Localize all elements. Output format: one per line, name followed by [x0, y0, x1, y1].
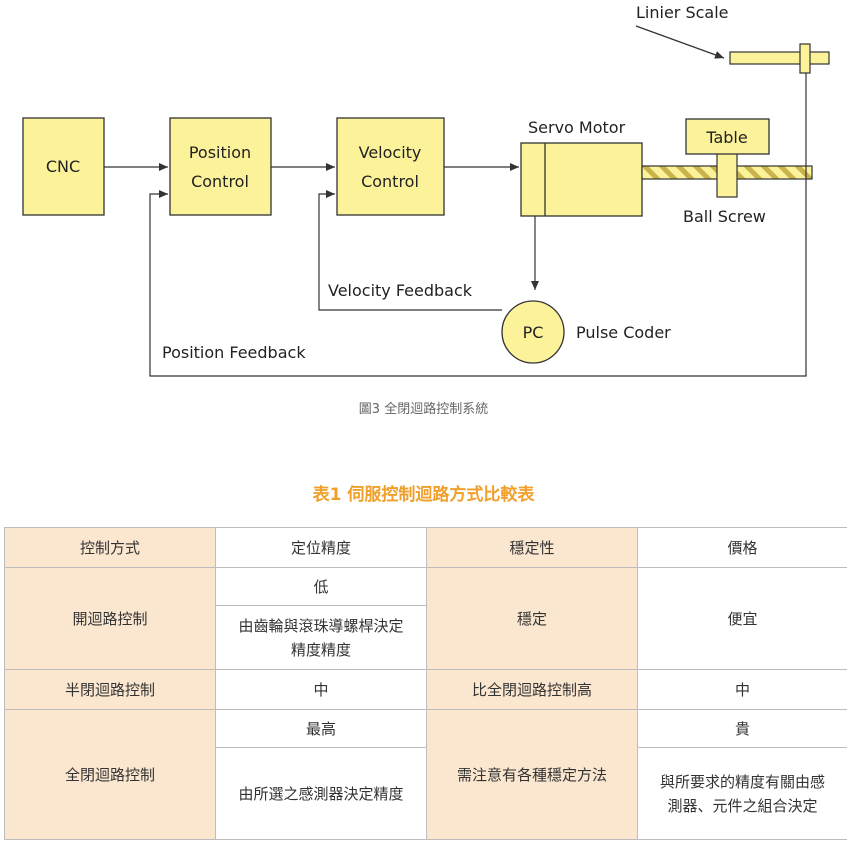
full-loop-stability: 需注意有各種穩定方法 — [426, 709, 638, 840]
pulse-coder-label: Pulse Coder — [576, 323, 671, 342]
velocity-control-label-1: Velocity — [359, 143, 422, 162]
ball-screw-label: Ball Screw — [683, 207, 766, 226]
linear-scale-bar — [729, 51, 830, 65]
velocity-control-label-2: Control — [361, 172, 419, 191]
full-loop-stability-text: 需注意有各種穩定方法 — [456, 765, 607, 784]
full-loop-precision-note-text: 由所選之感測器決定精度 — [238, 784, 404, 803]
full-loop-precision-level: 最高 — [215, 709, 427, 748]
table-row: 由所選之感測器決定精度 與所要求的精度有關由感測器、元件之組合決定 — [5, 747, 847, 840]
open-loop-price: 便宜 — [637, 567, 847, 670]
open-loop-precision-note-text: 由齒輪與滾珠導螺桿決定精度精度 — [238, 616, 404, 659]
header-precision: 定位精度 — [215, 527, 427, 568]
open-loop-stability: 穩定 — [426, 567, 638, 670]
servo-motor-body — [520, 142, 643, 217]
position-control-label-1: Position — [189, 143, 251, 162]
semi-loop-method: 半閉迴路控制 — [4, 669, 216, 710]
open-loop-precision-note: 由齒輪與滾珠導螺桿決定精度精度 — [215, 605, 427, 670]
figure-caption: 圖3 全閉迴路控制系統 — [358, 402, 489, 417]
linier-scale-label: Linier Scale — [636, 3, 729, 22]
comparison-table: 控制方式 定位精度 穩定性 價格 開迴路控制 低 穩定 便宜 由齒輪與滾珠導螺桿… — [4, 527, 847, 840]
pc-label: PC — [523, 323, 544, 342]
velocity-feedback-label: Velocity Feedback — [328, 281, 473, 300]
header-stability: 穩定性 — [426, 527, 638, 568]
header-price: 價格 — [637, 527, 847, 568]
position-control-block — [169, 117, 272, 216]
full-loop-price-note-text: 與所要求的精度有關由感測器、元件之組合決定 — [659, 772, 825, 815]
semi-loop-precision: 中 — [215, 669, 427, 710]
pulse-coder — [501, 300, 565, 364]
table-nut — [716, 152, 738, 198]
linear-scale-head — [799, 43, 811, 74]
table-block — [685, 118, 770, 155]
table-row: 全閉迴路控制 最高 需注意有各種穩定方法 貴 — [4, 709, 847, 840]
servo-motor-label: Servo Motor — [528, 118, 626, 137]
open-loop-precision-level: 低 — [215, 567, 427, 606]
full-loop-precision-note: 由所選之感測器決定精度 — [215, 747, 427, 840]
semi-loop-price: 中 — [637, 669, 847, 710]
position-feedback-label: Position Feedback — [162, 343, 306, 362]
table-row: 由齒輪與滾珠導螺桿決定精度精度 — [5, 605, 847, 670]
position-control-label-2: Control — [191, 172, 249, 191]
open-loop-method: 開迴路控制 — [4, 567, 216, 670]
header-method: 控制方式 — [4, 527, 216, 568]
table-title: 表1 伺服控制迴路方式比較表 — [312, 485, 535, 505]
full-loop-price-note: 與所要求的精度有關由感測器、元件之組合決定 — [637, 747, 847, 840]
velocity-control-block — [336, 117, 445, 216]
table-row: 開迴路控制 低 穩定 便宜 — [4, 567, 847, 670]
full-loop-method: 全閉迴路控制 — [4, 709, 216, 840]
cnc-block — [22, 117, 105, 216]
cnc-label: CNC — [46, 157, 80, 176]
table-row: 半閉迴路控制 中 比全閉迴路控制高 中 — [4, 669, 847, 710]
table-label: Table — [705, 128, 747, 147]
closed-loop-diagram: CNC Position Control Velocity Control Se… — [22, 3, 830, 377]
semi-loop-stability: 比全閉迴路控制高 — [426, 669, 638, 710]
table-header-row: 控制方式 定位精度 穩定性 價格 — [4, 527, 847, 568]
full-loop-price-level: 貴 — [637, 709, 847, 748]
